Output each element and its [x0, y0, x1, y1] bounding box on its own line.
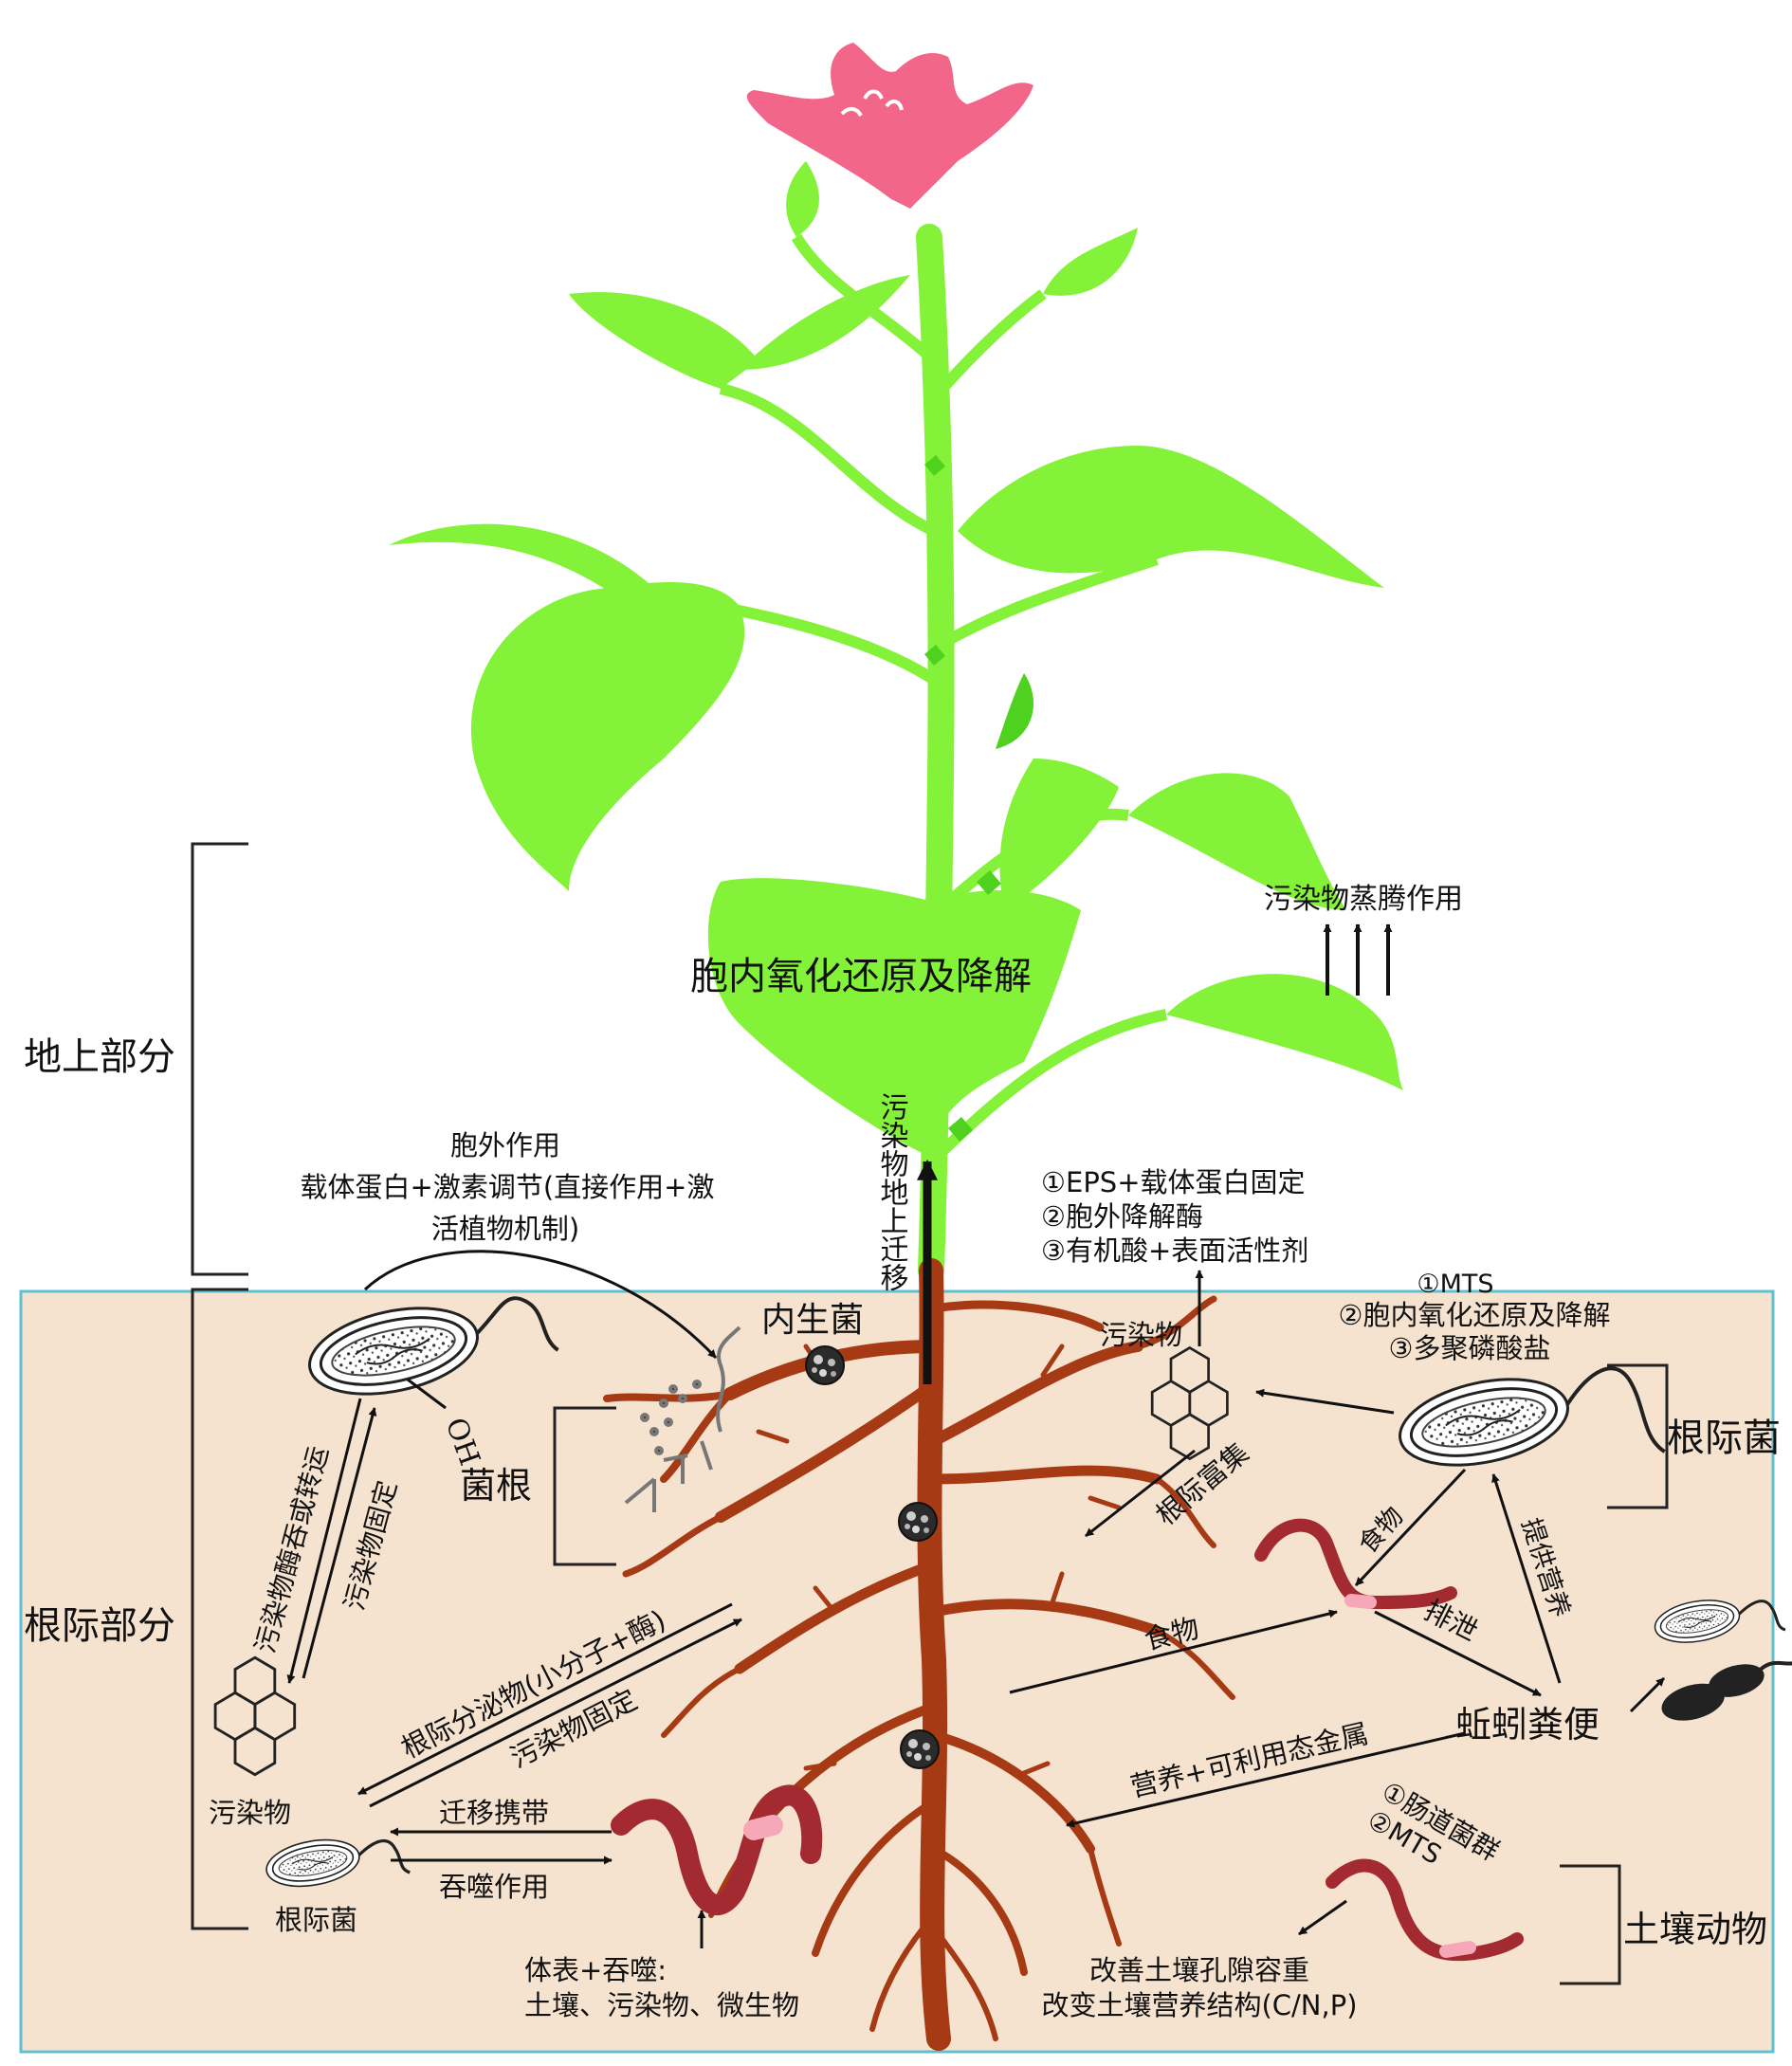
oh-line	[407, 1378, 447, 1410]
mts-line2: ②胞内氧化还原及降解	[1339, 1299, 1611, 1331]
spore-icon	[898, 1502, 938, 1542]
volatilization-label: 污染物蒸腾作用	[1264, 883, 1463, 916]
earthworm-icon	[1254, 1518, 1457, 1610]
excretion-arrow	[1374, 1610, 1542, 1697]
food-arrow	[1354, 1468, 1467, 1587]
pollutant-mid-label: 污染物	[1100, 1319, 1182, 1351]
bacterium-icon	[300, 1292, 559, 1410]
soil-animal-arrow	[1298, 1899, 1347, 1936]
flower-icon	[746, 43, 1033, 209]
rhizo-bacteria-right-label: 根际菌	[1667, 1417, 1781, 1460]
extracellular-title: 胞外作用	[450, 1129, 560, 1161]
pollutant-fix-arrow	[302, 1407, 377, 1679]
endophyte-spore-icon	[805, 1345, 845, 1385]
body-surface-line2: 土壤、污染物、微生物	[524, 1989, 799, 2021]
translocation-label: 污染物地上迁移	[875, 1092, 909, 1291]
above-ground-label: 地上部分	[24, 1035, 175, 1079]
rhizo-bacteria-bracket	[1607, 1363, 1669, 1509]
improve-line2: 改变土壤营养结构(C/N,P)	[1041, 1989, 1357, 2021]
mts-line3: ③多聚磷酸盐	[1389, 1332, 1551, 1364]
extracellular-arrow	[363, 1250, 718, 1360]
food-arrow	[1009, 1609, 1338, 1694]
pollutant-left-label: 污染物	[209, 1797, 291, 1829]
eps-line2: ②胞外降解酶	[1041, 1200, 1203, 1233]
mycorrhiza-label: 菌根	[460, 1465, 532, 1507]
rhizo-bacteria-left-label: 根际菌	[275, 1904, 357, 1936]
rhizosphere-bracket	[191, 1288, 248, 1930]
mts-line1: ①MTS	[1417, 1270, 1493, 1299]
root-exudates-arrow	[357, 1602, 733, 1796]
nutrients-arrow	[1066, 1731, 1466, 1828]
rhizosphere-label: 根际部分	[24, 1604, 175, 1648]
body-surface-line1: 体表+吞噬:	[524, 1954, 667, 1986]
bacterium-dark-icon	[1661, 1656, 1792, 1721]
earthworm-icon	[611, 1784, 823, 1915]
above-ground-bracket	[191, 842, 248, 1276]
bacterium-icon	[1390, 1363, 1666, 1481]
enzyme-uptake-arrow	[286, 1398, 362, 1684]
extracellular-line2: 活植物机制)	[431, 1213, 579, 1245]
intracellular-redox-label: 胞内氧化还原及降解	[690, 955, 1032, 998]
improve-line1: 改善土壤孔隙容重	[1089, 1954, 1309, 1986]
mycorrhiza-hyphae-icon	[624, 1326, 741, 1512]
spore-icon	[900, 1729, 940, 1769]
pollutant-fix-mid-arrow	[369, 1618, 742, 1808]
earthworm-icon	[1326, 1858, 1524, 1962]
earthworm-feces-label: 蚯蚓粪便	[1455, 1704, 1600, 1746]
rhizo-enrichment-arrow	[1085, 1449, 1196, 1538]
soil-animal-label: 土壤动物	[1623, 1909, 1767, 1950]
provide-nutrients-arrow	[1491, 1473, 1562, 1684]
eps-line1: ①EPS+载体蛋白固定	[1041, 1166, 1306, 1198]
extracellular-line1: 载体蛋白+激素调节(直接作用+激	[301, 1171, 715, 1203]
bacterium-icon	[1651, 1593, 1786, 1650]
soil-animal-bracket	[1560, 1864, 1621, 1985]
eps-line3: ③有机酸+表面活性剂	[1041, 1234, 1308, 1267]
migration-carry-label: 迁移携带	[439, 1797, 549, 1829]
bacterium-icon	[262, 1832, 411, 1894]
mycorrhiza-bracket	[553, 1406, 616, 1566]
ingestion-label: 吞噬作用	[439, 1871, 549, 1903]
feces-to-bacteria-arrow	[1629, 1676, 1666, 1713]
plant-icon	[389, 161, 1403, 1284]
bacteria-to-pollutant-arrow	[1255, 1388, 1395, 1415]
endophyte-label: 内生菌	[761, 1301, 864, 1340]
